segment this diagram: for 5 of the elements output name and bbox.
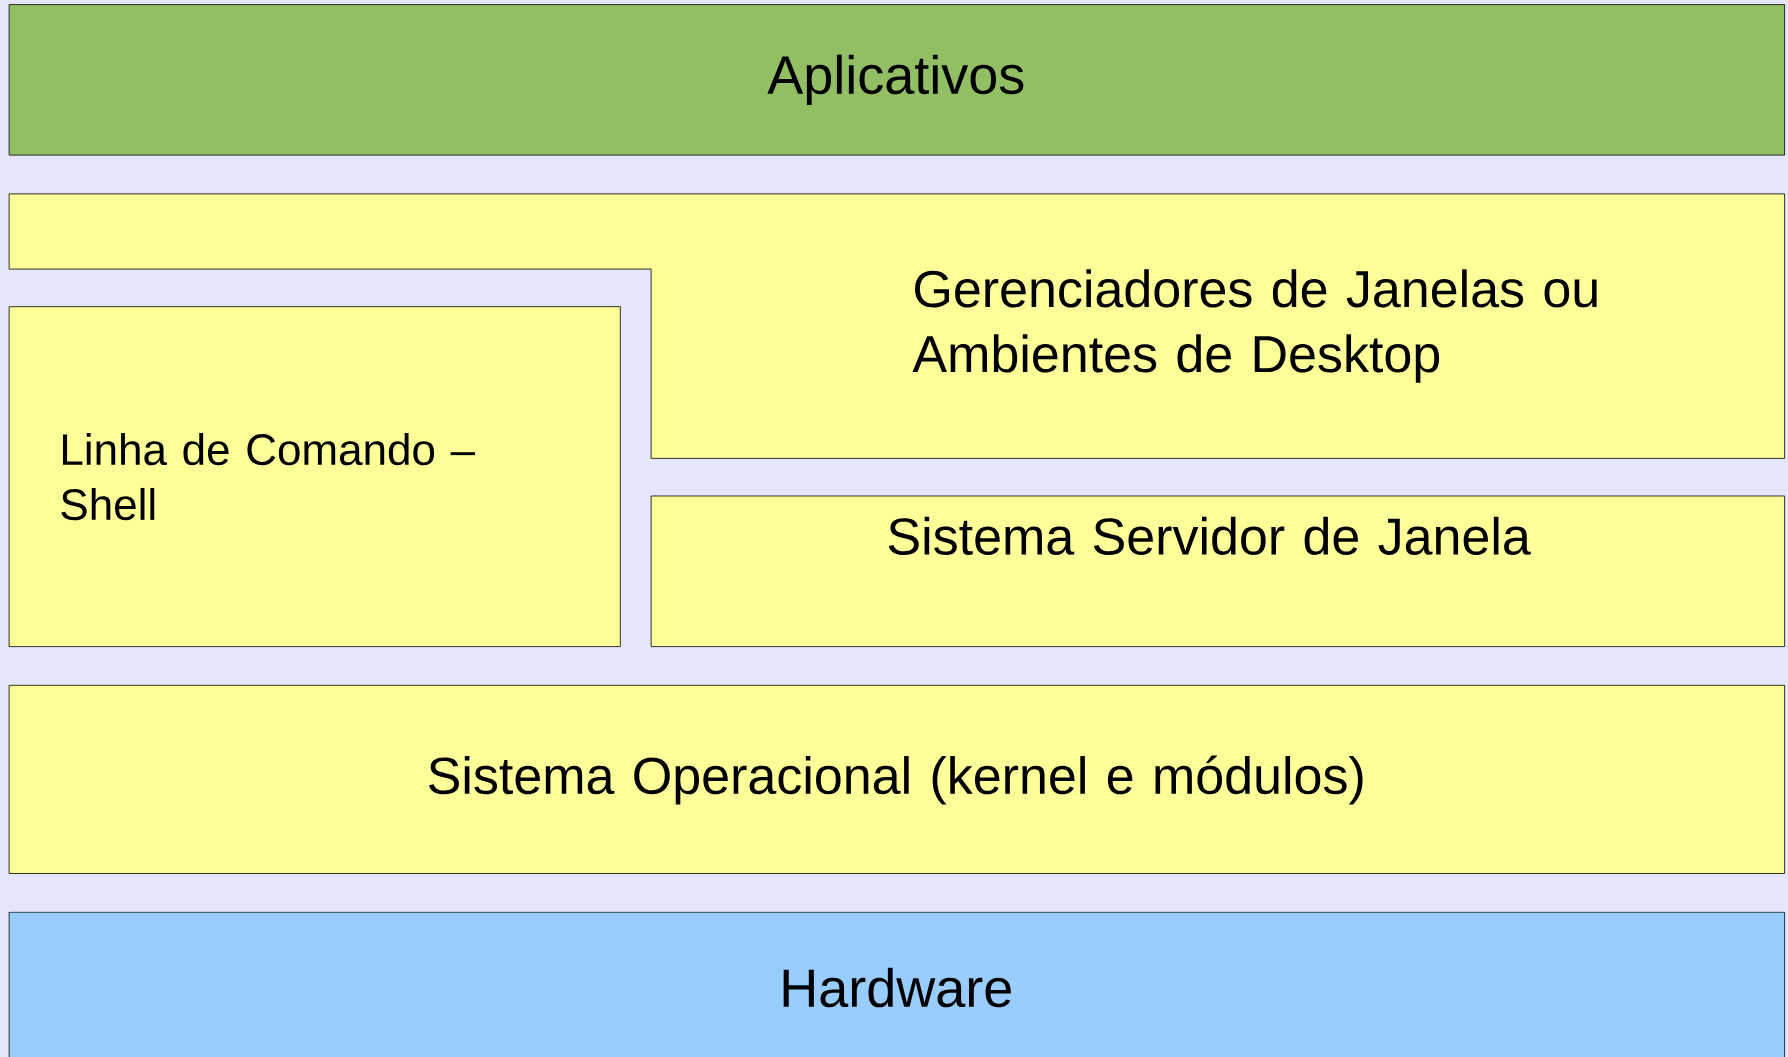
layer-box: Sistema Operacional (kernel e módulos) — [8, 684, 1785, 874]
layer-box: Sistema Servidor de Janela — [650, 495, 1785, 647]
layer-box: Linha de Comando – Shell — [8, 306, 621, 647]
layer-box: Aplicativos — [8, 4, 1785, 156]
layer-box: Hardware — [8, 911, 1785, 1057]
